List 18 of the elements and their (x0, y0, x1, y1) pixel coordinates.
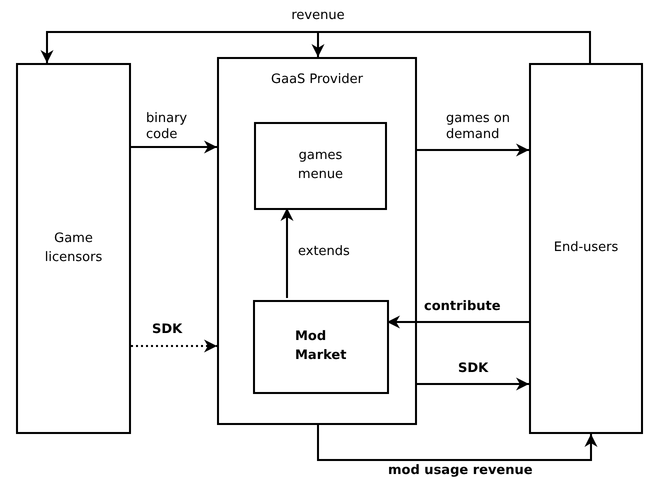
arrow (417, 144, 529, 156)
process-box (253, 300, 389, 394)
arrow (417, 378, 529, 390)
box-label: End-users (554, 239, 618, 258)
process-box (254, 122, 387, 210)
box-label: Game licensors (44, 230, 104, 266)
arrow (131, 140, 217, 154)
box-heading: GaaS Provider (271, 71, 363, 89)
process-box (529, 63, 643, 434)
arrow (312, 31, 591, 63)
arrow (387, 316, 529, 328)
container-box (217, 57, 417, 425)
arrow (317, 425, 598, 461)
box-label: games menue (296, 147, 344, 184)
arrow (280, 208, 294, 298)
process-box (16, 63, 131, 434)
box-label: Mod Market (295, 328, 347, 365)
arrow (131, 340, 217, 352)
